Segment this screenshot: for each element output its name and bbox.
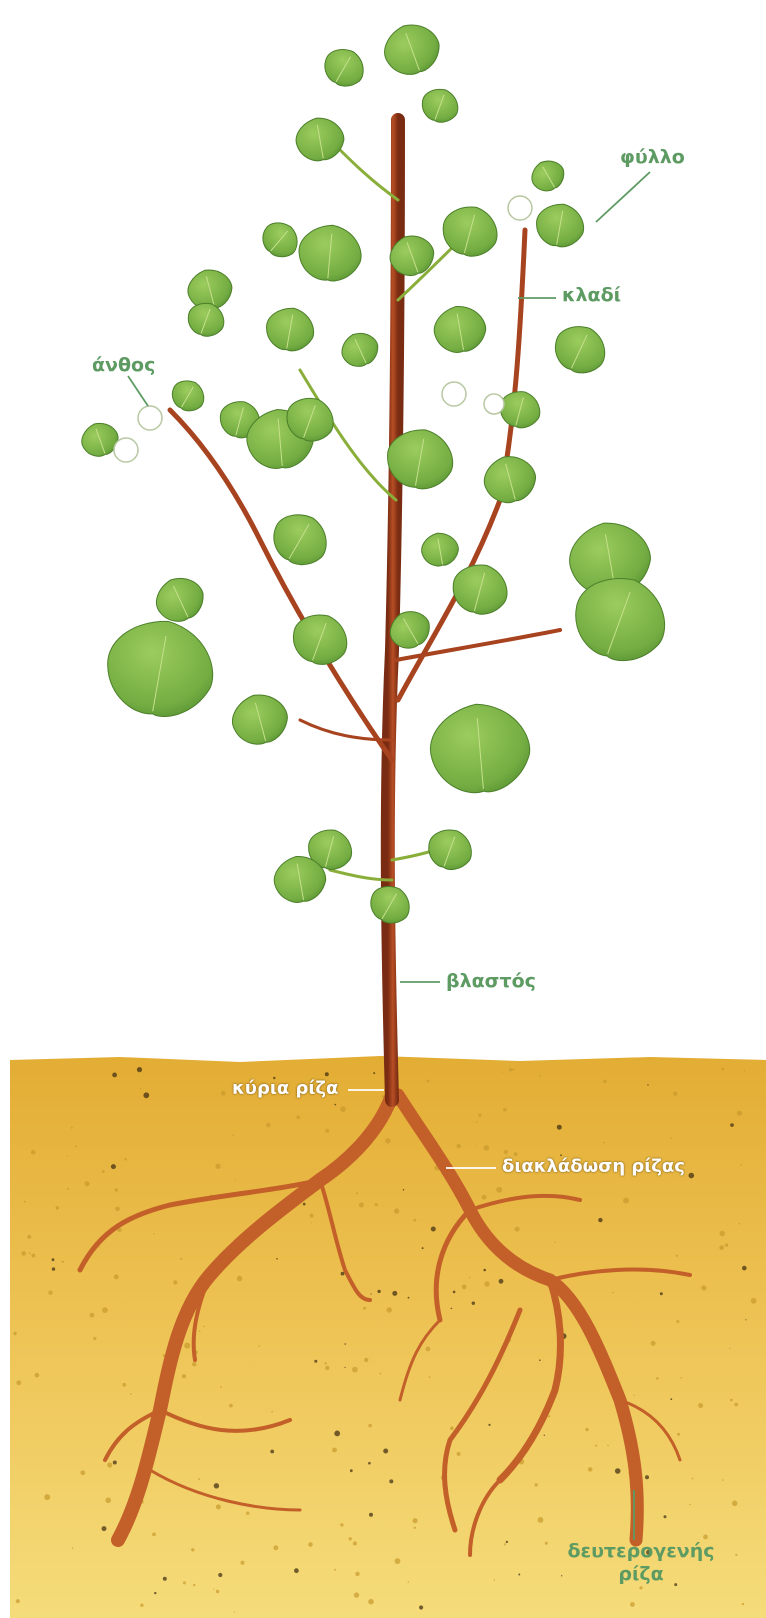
leaf-icon [297,222,364,283]
leaf-icon [286,607,354,672]
leaf-leader [596,172,650,222]
leaf-icon [427,700,533,797]
label-branch: κλαδί [562,284,621,307]
leaf-icon [526,154,569,196]
leaf-icon [100,612,221,724]
leaf-icon [479,450,540,508]
leaf-icon [547,318,613,381]
flower-leader [128,376,148,406]
leaf-icon [318,42,371,93]
leaf-icon [149,570,210,629]
leaf-icon [293,114,347,164]
stem [170,120,560,1100]
leaf-icon [263,304,317,354]
leaf-icon [431,302,490,356]
leaf-icon [256,215,305,264]
label-secondary-root: δευτερογενήςρίζα [556,1540,726,1586]
leaf-icon [264,504,336,574]
leaf-icon [227,688,293,750]
leaf-icon [423,823,478,875]
label-main-root: κύρια ρίζα [232,1078,338,1100]
leaf-icon [77,17,678,930]
leaf-icon [447,558,513,620]
leaf-icon [364,879,417,930]
label-leaf: φύλλο [620,146,685,169]
label-root-branching: διακλάδωση ρίζας [502,1156,685,1178]
leaf-icon [377,17,445,82]
label-stem: βλαστός [446,970,536,993]
leaf-icon [417,84,463,127]
leaf-icon [533,200,587,250]
leaf-icon [419,530,461,569]
leaf-icon [336,327,383,372]
label-flower: άνθος [92,354,155,377]
